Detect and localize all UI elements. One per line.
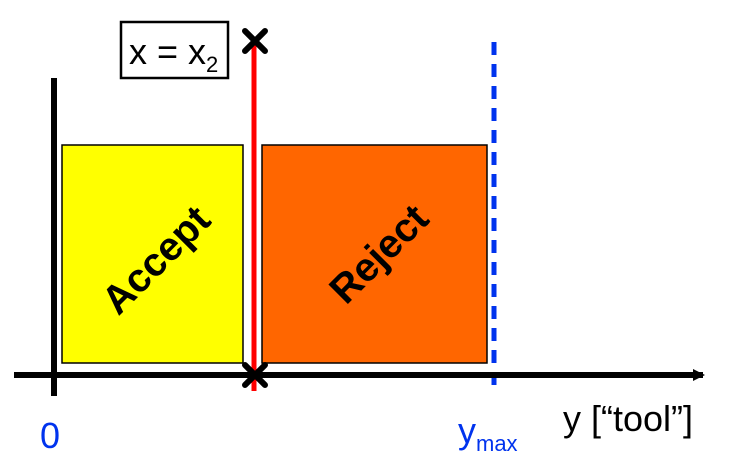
- accept-region: [61, 144, 244, 364]
- cross-icon: [242, 362, 268, 388]
- cross-icon: [242, 28, 268, 54]
- condition-box: [119, 20, 230, 80]
- condition-text: x = x2: [129, 31, 218, 77]
- ymax-label: ymax: [458, 410, 518, 456]
- reject-region: [261, 144, 488, 364]
- y-axis-label: y [“tool”]: [563, 398, 693, 439]
- origin-label: 0: [40, 415, 60, 456]
